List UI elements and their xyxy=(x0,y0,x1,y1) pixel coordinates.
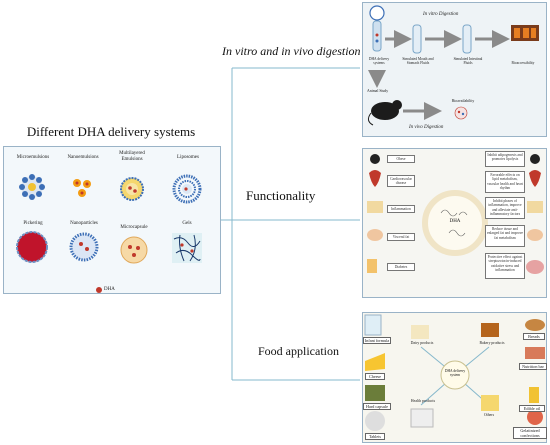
lab-equipment-drawing xyxy=(511,25,539,41)
label-gels: Gels xyxy=(182,221,192,226)
label-pickering: Pickering xyxy=(23,221,43,226)
delivery-systems-title: Different DHA delivery systems xyxy=(26,124,196,139)
gelatin-drawing xyxy=(527,409,543,425)
animal-study-label: Animal Study xyxy=(367,89,389,93)
intestinal-tube-drawing xyxy=(462,24,472,54)
delivery-systems-graphics xyxy=(16,174,202,293)
food-graphics xyxy=(364,314,545,431)
item-edible-oil: Edible oil xyxy=(519,405,545,412)
nanoemulsion-drawing xyxy=(73,179,91,197)
magnifier-icon xyxy=(369,5,385,21)
right-icons xyxy=(526,154,544,274)
in-vitro-title: In vitro Digestion xyxy=(423,12,459,17)
branch-digestion: In vitro and in vivo digestion xyxy=(222,44,361,58)
left-box-diabetes: Diabetes xyxy=(387,263,415,271)
multilayered-emulsion-drawing xyxy=(120,177,144,201)
dha-center-circle xyxy=(422,190,488,256)
nanoparticle-drawing xyxy=(69,232,99,262)
nutrition-bar-drawing xyxy=(525,347,545,359)
right-box-2: Favorable effects on lipid metabolism, v… xyxy=(485,171,525,193)
others-drawing xyxy=(481,395,499,411)
edible-oil-drawing xyxy=(529,387,539,403)
liposome-drawing xyxy=(172,174,202,204)
right-box-5: Protective effect against streptozotocin… xyxy=(485,253,525,279)
functionality-panel: DHA Obese Cardiovascular disease Inflamm… xyxy=(362,148,547,298)
item-hard-capsule: Hard capsule xyxy=(363,403,391,410)
bakery-drawing xyxy=(481,323,499,337)
functionality-graphics xyxy=(367,154,544,274)
cat-bakery: Bakery products xyxy=(479,341,505,345)
bread-drawing xyxy=(525,319,545,331)
functionality-center-label: DHA xyxy=(449,219,461,224)
item-infant-formula: Infant formula xyxy=(363,337,391,344)
right-box-3: Inhibit phases of inflammation, improve … xyxy=(485,197,525,219)
gel-drawing xyxy=(172,233,202,263)
delivery-systems-panel: Microemulsions Nanoemulsions Multilayere… xyxy=(3,146,221,294)
health-products-drawing xyxy=(410,408,434,428)
digestion-panel: In vitro Digestion DHA delivery systems … xyxy=(362,2,547,137)
label-nanoemulsions: Nanoemulsions xyxy=(67,155,99,160)
step-intestinal: Simulated Intestinal Fluids xyxy=(453,57,483,66)
item-tablets: Tablets xyxy=(365,433,385,440)
left-box-visceral: Visceral fat xyxy=(387,233,415,241)
food-panel: DHA delivery system Dairy products Baker… xyxy=(362,312,547,443)
cheese-drawing xyxy=(365,353,385,371)
label-liposomes: Liposomes xyxy=(177,155,199,160)
label-microcapsule: Microcapsule xyxy=(120,225,148,230)
step-delivery: DHA delivery systems xyxy=(368,57,390,66)
label-microemulsions: Microemulsions xyxy=(16,155,50,160)
item-gelatinized: Gelatinized confections xyxy=(513,427,547,439)
delivery-tube-drawing xyxy=(372,20,382,52)
mouth-stomach-tube-drawing xyxy=(412,24,422,54)
digestion-graphics xyxy=(367,5,539,126)
cat-others: Others xyxy=(483,413,495,417)
left-icons xyxy=(367,154,383,273)
left-box-inflammation: Inflammation xyxy=(387,205,415,213)
pickering-drawing xyxy=(16,231,48,263)
item-breads: Breads xyxy=(523,333,545,340)
label-nanoparticles: Nanoparticles xyxy=(70,221,98,226)
branch-food: Food application xyxy=(258,344,339,358)
item-nutrition-bar: Nutrition bar xyxy=(519,363,547,370)
microcapsule-drawing xyxy=(120,236,148,264)
hard-capsule-drawing xyxy=(365,385,385,401)
cat-dairy: Dairy products xyxy=(410,341,434,345)
cat-health: Health products xyxy=(410,399,436,403)
infant-formula-drawing xyxy=(364,314,382,336)
dha-molecule-drawing xyxy=(440,209,468,237)
bioavailability-drawing xyxy=(454,106,468,120)
step-mouth-stomach: Simulated Mouth and Stomach Fluids xyxy=(402,57,434,66)
tablets-drawing xyxy=(365,411,385,431)
step-bioaccessibility: Bioaccessibility xyxy=(511,61,535,65)
branch-functionality: Functionality xyxy=(246,188,316,203)
mouse-drawing xyxy=(367,100,402,126)
food-center-circle xyxy=(440,360,470,390)
label-multilayered: Multilayered Emulsions xyxy=(119,151,145,162)
right-box-1: Inhibit adipogenesis and promotes lipoly… xyxy=(485,151,525,167)
food-center-label: DHA delivery system xyxy=(444,369,466,378)
dairy-drawing xyxy=(411,325,429,339)
dha-legend-dot xyxy=(96,287,102,293)
legend-dha-label: DHA xyxy=(104,287,115,292)
left-box-cardio: Cardiovascular disease xyxy=(387,175,415,187)
microemulsion-drawing xyxy=(19,174,45,200)
left-box-obese: Obese xyxy=(387,155,415,163)
bioavailability-label: Bioavailability xyxy=(451,99,475,103)
item-cheese: Cheese xyxy=(365,373,385,380)
in-vivo-title: In vivo Digestion xyxy=(409,125,444,130)
right-box-4: Reduce tissue and enlarged fat and impro… xyxy=(485,225,525,247)
